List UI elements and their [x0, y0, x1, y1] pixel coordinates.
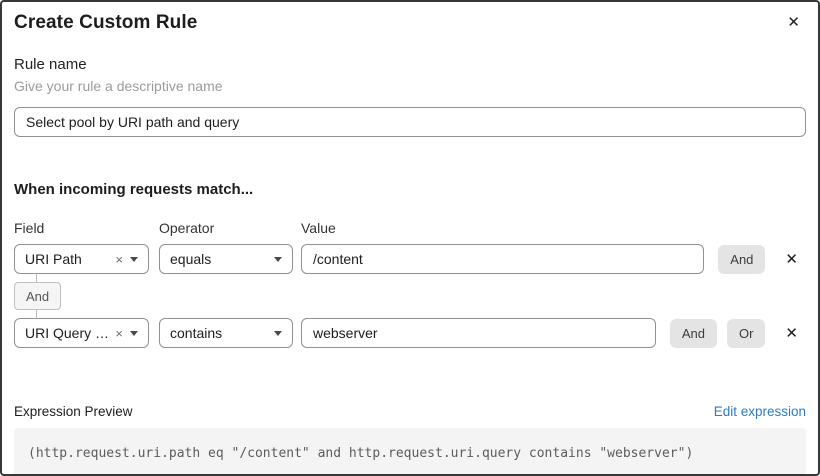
condition-row: URI Path × equals And ✕: [14, 244, 806, 274]
and-button[interactable]: And: [718, 244, 766, 274]
field-select[interactable]: URI Query St... ×: [14, 318, 149, 348]
row-connector: And: [14, 273, 149, 319]
chevron-down-icon: [274, 330, 282, 336]
operator-select-value: contains: [170, 325, 223, 341]
dialog-header: Create Custom Rule ✕: [14, 12, 806, 34]
connector-and-chip[interactable]: And: [14, 282, 62, 310]
field-select-value: URI Path: [25, 251, 82, 267]
rule-name-hint: Give your rule a descriptive name: [14, 78, 223, 94]
value-input[interactable]: [301, 244, 705, 274]
operator-select[interactable]: contains: [159, 318, 293, 348]
value-column-label: Value: [301, 220, 336, 236]
chevron-down-icon: [130, 330, 138, 336]
field-select[interactable]: URI Path ×: [14, 244, 149, 274]
edit-expression-link[interactable]: Edit expression: [713, 404, 806, 419]
condition-column-labels: Field Operator Value: [14, 220, 806, 236]
clear-icon[interactable]: ×: [115, 325, 123, 341]
field-column-label: Field: [14, 220, 45, 236]
expression-preview-label: Expression Preview: [14, 404, 133, 419]
operator-column-label: Operator: [159, 220, 215, 236]
match-section-heading: When incoming requests match...: [14, 181, 254, 198]
close-icon[interactable]: ✕: [787, 14, 800, 31]
dialog-title: Create Custom Rule: [14, 12, 198, 33]
remove-condition-icon[interactable]: ✕: [785, 325, 798, 342]
remove-condition-icon[interactable]: ✕: [785, 251, 798, 268]
value-input[interactable]: [301, 318, 656, 348]
expression-code-preview: (http.request.uri.path eq "/content" and…: [14, 428, 806, 474]
and-button[interactable]: And: [669, 318, 717, 348]
rule-name-input[interactable]: [14, 107, 806, 137]
clear-icon[interactable]: ×: [115, 251, 123, 267]
or-button[interactable]: Or: [726, 318, 766, 348]
operator-select-value: equals: [170, 251, 212, 267]
condition-row: URI Query St... × contains And Or ✕: [14, 318, 806, 348]
chevron-down-icon: [130, 256, 138, 262]
operator-select[interactable]: equals: [159, 244, 293, 274]
expression-preview-header: Expression Preview Edit expression: [14, 404, 806, 419]
rule-name-label: Rule name: [14, 56, 87, 73]
field-select-value: URI Query St...: [25, 325, 109, 341]
chevron-down-icon: [274, 256, 282, 262]
